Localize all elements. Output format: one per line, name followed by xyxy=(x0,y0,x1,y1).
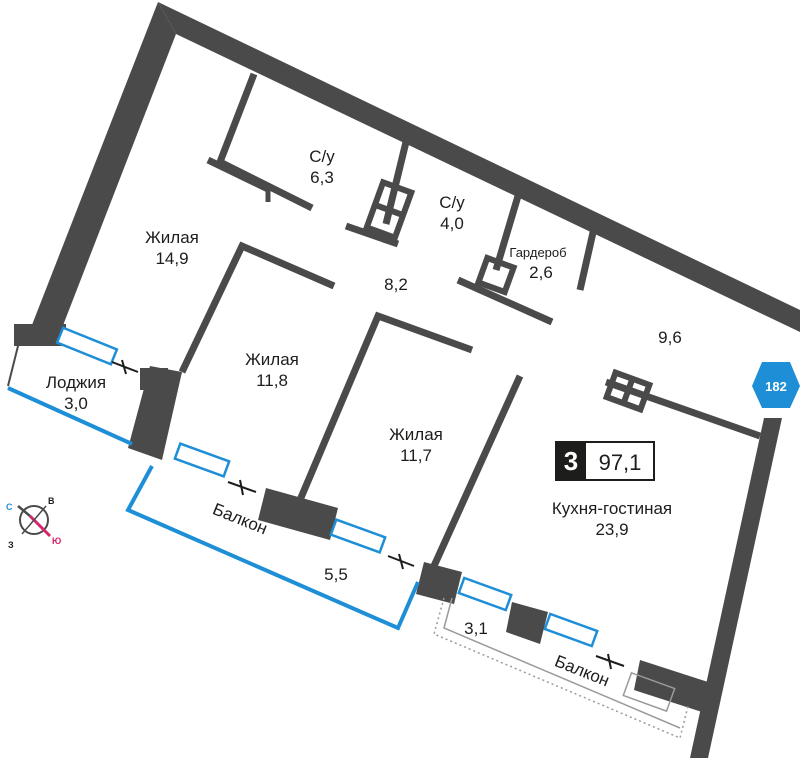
wall-pier-loggia xyxy=(128,366,182,460)
room-bath-1-name: С/у xyxy=(309,147,335,166)
badge-room-count: 3 xyxy=(564,446,578,476)
window-bedroom-2 xyxy=(173,441,231,479)
wall-corner-bottom-right xyxy=(634,660,708,712)
room-bedroom-2-name: Жилая xyxy=(245,350,299,369)
balcony-2-name: Балкон xyxy=(552,651,612,690)
room-kitchen-area: 23,9 xyxy=(595,520,628,539)
wall-pier-balcony-left xyxy=(258,488,338,540)
room-bath-2-area: 4,0 xyxy=(440,214,464,233)
compass-needle-north xyxy=(17,505,31,517)
wall-pier-kitchen xyxy=(416,562,462,604)
room-bedroom-3-area: 11,7 xyxy=(400,446,432,465)
apartment-badge: 3 97,1 xyxy=(555,441,655,481)
compass-west: З xyxy=(8,540,14,550)
compass-needle-south xyxy=(28,514,52,538)
interior-walls xyxy=(178,72,762,568)
entrance-marker: 182 xyxy=(752,362,800,408)
balcony-1-name: Балкон xyxy=(210,499,270,538)
exterior-wall-left xyxy=(30,2,176,330)
balcony-1-outline xyxy=(125,465,420,631)
balcony-1-area: 5,5 xyxy=(324,565,348,584)
window-kitchen-1 xyxy=(457,576,513,612)
room-loggia-area: 3,0 xyxy=(64,394,88,413)
compass-north: С xyxy=(6,502,13,512)
room-wardrobe-area: 2,6 xyxy=(529,263,553,282)
room-hall-area: 8,2 xyxy=(384,275,408,294)
compass-south: Ю xyxy=(52,536,61,546)
exterior-wall-right xyxy=(690,418,782,758)
loggia-outline xyxy=(7,337,21,387)
room-bedroom-1-area: 14,9 xyxy=(155,249,188,268)
room-wardrobe-name: Гардероб xyxy=(509,245,566,260)
balcony-2-outline xyxy=(433,597,689,740)
compass: С В Ю З xyxy=(6,496,61,550)
room-bedroom-1-name: Жилая xyxy=(145,228,199,247)
windows xyxy=(55,326,599,648)
shafts xyxy=(362,178,654,414)
wall-stub-loggia xyxy=(140,368,168,390)
room-loggia-name: Лоджия xyxy=(46,373,106,392)
entrance-number: 182 xyxy=(765,379,787,394)
balcony-2-area: 3,1 xyxy=(464,619,488,638)
compass-ring xyxy=(19,505,49,535)
exterior-wall-top xyxy=(158,2,800,332)
room-bath-1-area: 6,3 xyxy=(310,168,334,187)
door-ticks xyxy=(111,359,625,670)
room-kitchen-name: Кухня-гостиная xyxy=(552,499,672,518)
room-corridor-area: 9,6 xyxy=(658,328,682,347)
room-bath-2-name: С/у xyxy=(439,193,465,212)
compass-axis xyxy=(21,505,47,535)
loggia-glazing xyxy=(7,386,133,446)
wall-corner-loggia xyxy=(14,324,66,346)
window-bedroom-3 xyxy=(329,517,387,555)
room-bedroom-2-area: 11,8 xyxy=(256,371,288,390)
wall-pier-balcony-right xyxy=(506,602,548,644)
compass-east: В xyxy=(48,496,55,506)
window-loggia xyxy=(55,326,119,366)
badge-total-area: 97,1 xyxy=(599,450,642,475)
room-bedroom-3-name: Жилая xyxy=(389,425,443,444)
window-kitchen-2 xyxy=(543,612,599,648)
